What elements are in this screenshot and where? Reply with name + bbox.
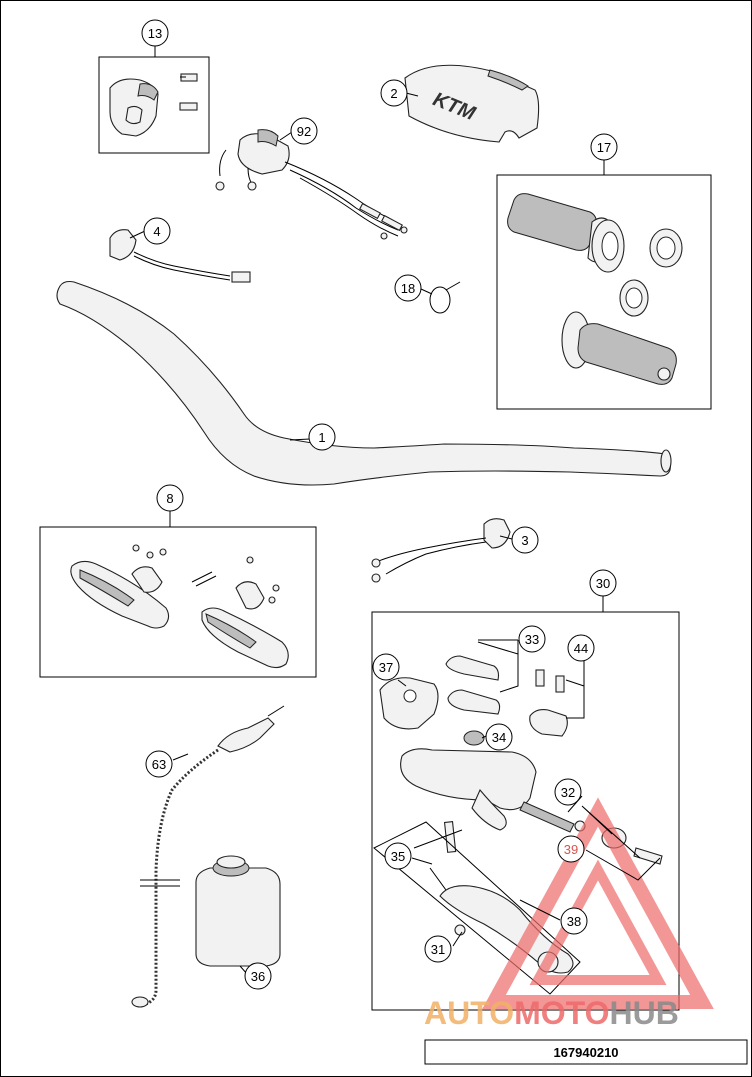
part-63-cable — [131, 705, 285, 1008]
callout-38: 38 — [560, 907, 588, 935]
callout-63: 63 — [145, 750, 173, 778]
document-number: 167940210 — [553, 1045, 618, 1060]
callout-36: 36 — [244, 962, 272, 990]
callout-30: 30 — [589, 569, 617, 597]
watermark-hub: HUB — [609, 995, 678, 1031]
part-92-throttle-cables — [215, 129, 408, 240]
svg-text:AUTOMOTOHUB: AUTOMOTOHUB — [424, 995, 679, 1031]
part-8-hand-guards — [39, 526, 317, 678]
svg-text:37: 37 — [379, 660, 393, 675]
callout-1: 1 — [308, 423, 336, 451]
callout-2: 2 — [380, 79, 408, 107]
svg-text:30: 30 — [596, 576, 610, 591]
svg-text:8: 8 — [166, 491, 173, 506]
svg-text:32: 32 — [561, 785, 575, 800]
part-36-brake-fluid-bottle — [195, 855, 281, 967]
part-4-switch — [109, 229, 251, 283]
part-17-grips — [496, 174, 712, 410]
svg-text:18: 18 — [401, 281, 415, 296]
callouts: 13 2 92 17 4 18 1 8 3 30 33 44 37 34 32 … — [141, 19, 618, 990]
svg-text:39: 39 — [564, 842, 578, 857]
svg-text:35: 35 — [391, 849, 405, 864]
watermark-auto: AUTO — [424, 995, 514, 1031]
svg-text:33: 33 — [525, 632, 539, 647]
callout-34: 34 — [485, 723, 513, 751]
callout-35: 35 — [384, 842, 412, 870]
svg-text:38: 38 — [567, 914, 581, 929]
callout-18: 18 — [394, 274, 422, 302]
svg-text:1: 1 — [318, 430, 325, 445]
document-number-box: 167940210 — [424, 1039, 748, 1065]
svg-text:36: 36 — [251, 969, 265, 984]
callout-3: 3 — [511, 526, 539, 554]
watermark-text: AUTOMOTOHUB — [424, 995, 679, 1031]
callout-44: 44 — [567, 634, 595, 662]
callout-33: 33 — [518, 625, 546, 653]
svg-text:13: 13 — [148, 26, 162, 41]
callout-32: 32 — [554, 778, 582, 806]
svg-text:17: 17 — [597, 140, 611, 155]
svg-text:44: 44 — [574, 641, 588, 656]
leader-lines — [129, 46, 661, 976]
callout-37: 37 — [372, 653, 400, 681]
callout-13: 13 — [141, 19, 169, 47]
part-18-cable-tie — [429, 281, 461, 314]
svg-text:34: 34 — [492, 730, 506, 745]
callout-31: 31 — [424, 935, 452, 963]
callout-4: 4 — [143, 217, 171, 245]
callout-8: 8 — [156, 484, 184, 512]
svg-text:4: 4 — [153, 224, 160, 239]
part-1-handlebar — [56, 280, 672, 486]
part-3-clutch-switch — [371, 518, 511, 583]
svg-text:31: 31 — [431, 942, 445, 957]
callout-92: 92 — [290, 117, 318, 145]
svg-text:2: 2 — [390, 86, 397, 101]
part-13-throttle-housing — [98, 56, 210, 154]
svg-text:63: 63 — [152, 757, 166, 772]
callout-17: 17 — [590, 133, 618, 161]
part-2-handlebar-pad: KTM — [404, 64, 540, 143]
svg-text:92: 92 — [297, 124, 311, 139]
callout-39: 39 — [557, 835, 585, 863]
svg-text:3: 3 — [521, 533, 528, 548]
watermark-moto: MOTO — [514, 995, 609, 1031]
part-30-master-cylinder-assembly — [371, 611, 680, 1011]
